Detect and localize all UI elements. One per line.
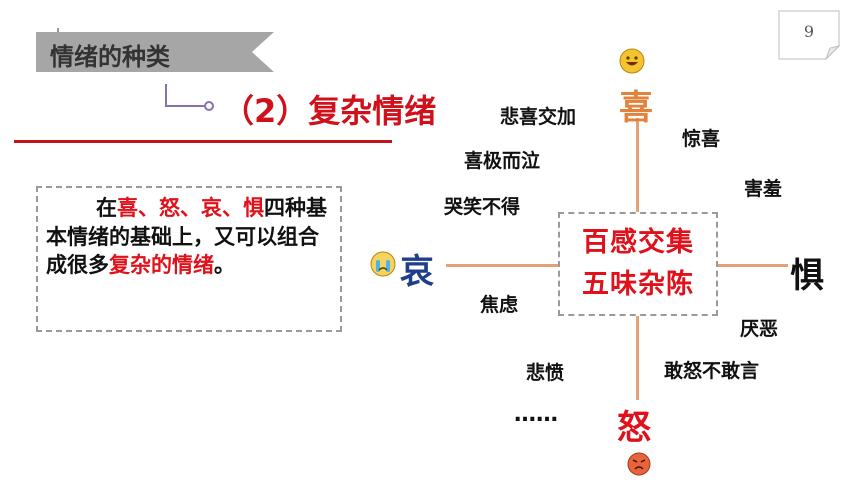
word-beifen: 悲愤 xyxy=(526,362,565,384)
axis-line-right xyxy=(718,264,788,267)
page-number: 9 xyxy=(803,22,815,41)
desc-part3: 。 xyxy=(214,253,235,277)
word-haixiu: 害羞 xyxy=(744,178,783,200)
divider xyxy=(14,140,392,143)
emotion-joy: 喜 xyxy=(619,88,653,128)
subheading: （2）复杂情绪 xyxy=(222,92,437,130)
emotion-fear: 惧 xyxy=(790,256,824,296)
word-beixi-jiaojia: 悲喜交加 xyxy=(500,106,577,128)
section-tab-label: 情绪的种类 xyxy=(50,43,170,71)
word-yanwu: 厌恶 xyxy=(740,318,779,340)
happy-face-icon xyxy=(619,48,645,74)
emotion-anger: 怒 xyxy=(617,408,651,448)
desc-part1: 在 xyxy=(96,196,117,220)
word-ellipsis: …… xyxy=(514,402,558,427)
desc-part2: 四种基本情绪的基础上，又可以组合成很多 xyxy=(46,196,327,277)
desc-complex: 复杂的情绪 xyxy=(109,253,214,277)
word-xiji-erqi: 喜极而泣 xyxy=(464,150,541,172)
center-line-2: 五味杂陈 xyxy=(582,269,694,300)
angry-face-icon xyxy=(627,452,651,476)
crying-face-icon xyxy=(370,251,396,277)
word-kuxiao-bude: 哭笑不得 xyxy=(444,196,521,218)
section-tab: 情绪的种类 xyxy=(30,28,280,76)
word-ganu-bugan: 敢怒不敢言 xyxy=(664,360,760,382)
word-jiaolv: 焦虑 xyxy=(480,294,519,316)
axis-line-down xyxy=(636,316,639,400)
description-box: 在喜、怒、哀、惧四种基本情绪的基础上，又可以组合成很多复杂的情绪。 xyxy=(36,186,342,332)
center-box: 百感交集 五味杂陈 xyxy=(558,212,718,316)
tab-shape xyxy=(36,28,274,72)
connector-line xyxy=(165,84,214,111)
emotion-sorrow: 哀 xyxy=(400,252,434,292)
page-number-box: 9 xyxy=(778,10,840,60)
axis-line-left xyxy=(446,264,558,267)
center-line-1: 百感交集 xyxy=(582,227,694,258)
word-jingxi: 惊喜 xyxy=(682,128,721,150)
axis-line-up xyxy=(636,118,639,214)
desc-emotions: 喜、怒、哀、惧 xyxy=(117,196,264,220)
